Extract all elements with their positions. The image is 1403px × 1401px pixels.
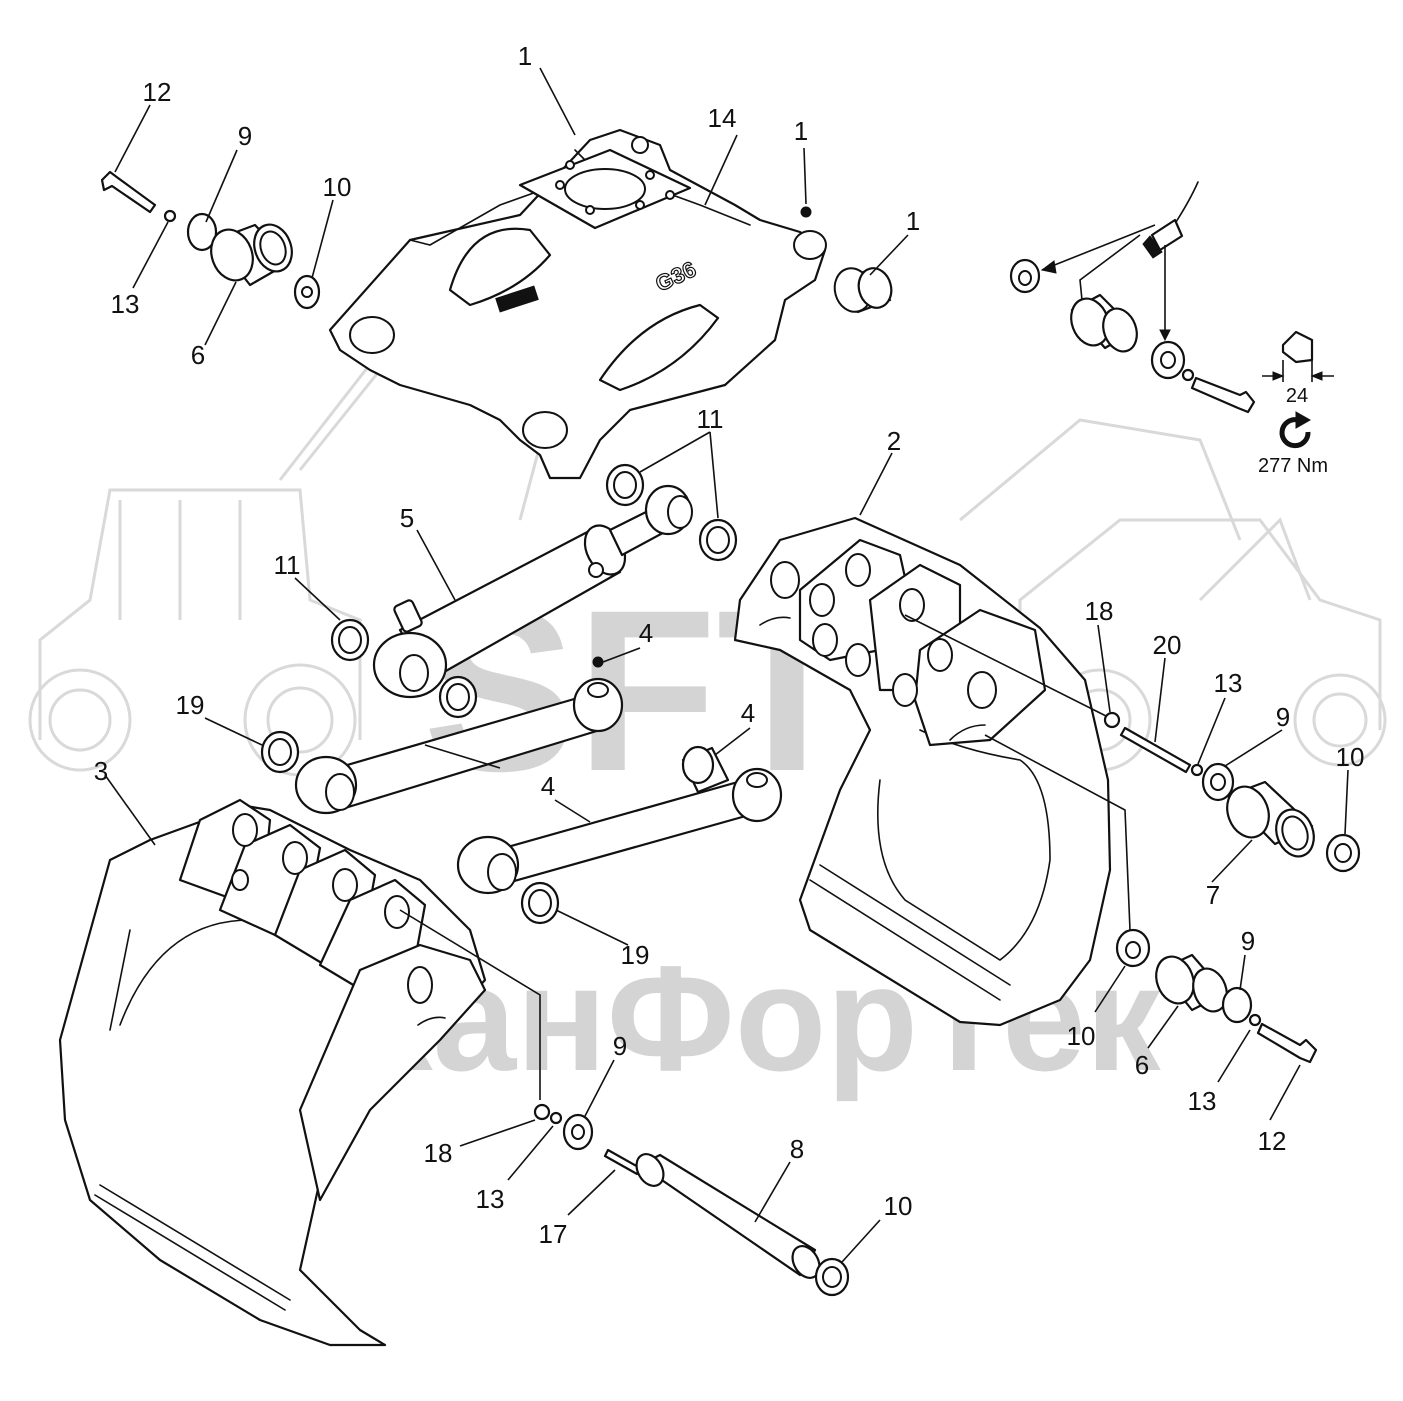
callout-12a: 12: [143, 77, 172, 107]
callout-6b: 6: [1135, 1050, 1149, 1080]
hydraulic-cylinder: [330, 463, 738, 719]
callout-10d: 10: [884, 1191, 913, 1221]
callout-labels: 1 14 1 1 12 9 10 13 6 11 2 5 11 4 19 4 4…: [94, 41, 1365, 1249]
callout-3: 3: [94, 756, 108, 786]
callout-20: 20: [1153, 630, 1182, 660]
callout-13c: 13: [1188, 1086, 1217, 1116]
link-arm-lower: [456, 745, 783, 925]
callout-14: 14: [708, 103, 737, 133]
callout-9d: 9: [613, 1031, 627, 1061]
grease-nipple: [800, 206, 812, 218]
callout-18a: 18: [1085, 596, 1114, 626]
callout-10b: 10: [1336, 742, 1365, 772]
lubrication-detail: 24 277 Nm: [1009, 181, 1334, 477]
callout-2: 2: [887, 426, 901, 456]
model-badge: G36: [652, 256, 700, 296]
callout-9b: 9: [1276, 702, 1290, 732]
callout-8: 8: [790, 1134, 804, 1164]
rotate-clockwise-icon: [1279, 411, 1312, 449]
callout-11b: 11: [274, 550, 301, 580]
bushing-1: [833, 267, 893, 314]
callout-1a: 1: [518, 41, 532, 71]
callout-10a: 10: [323, 172, 352, 202]
callout-4c: 4: [541, 771, 555, 801]
callout-18b: 18: [424, 1138, 453, 1168]
callout-13a: 13: [111, 289, 140, 319]
wrench-size-label: 24: [1286, 385, 1308, 407]
callout-1c: 1: [906, 206, 920, 236]
callout-19a: 19: [176, 690, 205, 720]
callout-5: 5: [400, 503, 414, 533]
callout-9a: 9: [238, 121, 252, 151]
callout-19b: 19: [621, 940, 650, 970]
callout-11a: 11: [697, 404, 724, 434]
callout-13b: 13: [1214, 668, 1243, 698]
callout-10c: 10: [1067, 1021, 1096, 1051]
brush-icon: [1142, 181, 1199, 259]
wrench-size-indicator: 24: [1262, 330, 1334, 407]
callout-1b: 1: [794, 116, 808, 146]
pin-set-upper-left: [100, 170, 321, 310]
callout-12b: 12: [1258, 1126, 1287, 1156]
leader-lines: [104, 67, 1349, 1263]
callout-6a: 6: [191, 340, 205, 370]
grapple-jaw-left: [58, 798, 541, 1347]
callout-7: 7: [1206, 880, 1220, 910]
torque-label: 277 Nm: [1258, 455, 1328, 477]
callout-9c: 9: [1241, 926, 1255, 956]
callout-4a: 4: [639, 618, 653, 648]
callout-17: 17: [539, 1219, 568, 1249]
rotator-frame: G36: [328, 128, 827, 480]
grapple-jaw-right: [733, 516, 1112, 1027]
callout-4b: 4: [741, 698, 755, 728]
pin-set-right: [904, 614, 1361, 1064]
pin-set-lower-center: [533, 1103, 850, 1297]
link-arm-upper: [260, 656, 624, 815]
callout-13d: 13: [476, 1184, 505, 1214]
